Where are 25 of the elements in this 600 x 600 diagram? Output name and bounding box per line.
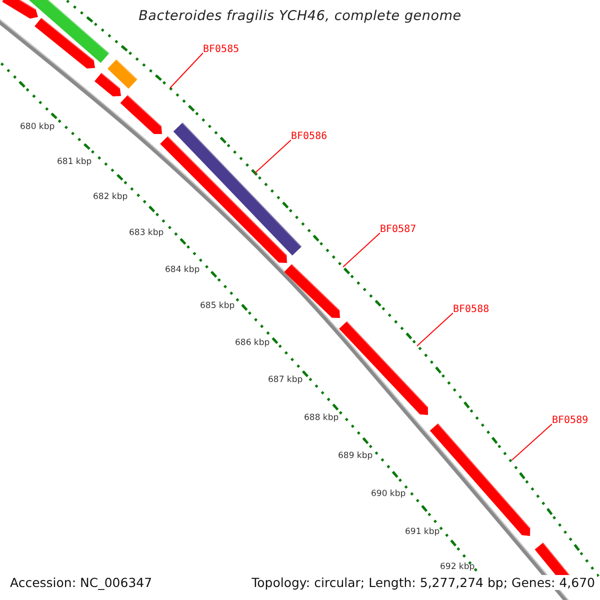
scale-label: 680 kbp [20,122,55,132]
scale-label: 687 kbp [268,375,303,385]
scale-label: 692 kbp [440,562,475,572]
leader-line [342,232,380,268]
scale-label: 683 kbp [129,228,164,238]
scale-label: 689 kbp [338,451,373,461]
gene-label: BF0586 [291,131,328,142]
scale-label: 691 kbp [405,527,440,537]
leader-line [512,424,552,460]
gene-label: BF0585 [203,44,240,55]
gene-label: BF0587 [380,224,416,235]
scale-label: 681 kbp [57,157,92,167]
genome-info-text: Topology: circular; Length: 5,277,274 bp; Genes: 4,670 [250,575,597,590]
scale-label: 686 kbp [235,338,270,348]
leader-line [170,52,204,88]
scale-label: 690 kbp [371,489,406,499]
scale-label: 688 kbp [304,413,339,423]
gene-label: BF0588 [453,304,490,315]
scale-label: 684 kbp [165,265,200,275]
scale-label: 682 kbp [93,192,128,202]
leader-line [254,140,292,174]
scale-label: 685 kbp [200,301,235,311]
gene-label: BF0589 [552,415,588,426]
leader-line [416,312,454,346]
chart-title: Bacteroides fragilis YCH46, complete genome [138,8,462,24]
